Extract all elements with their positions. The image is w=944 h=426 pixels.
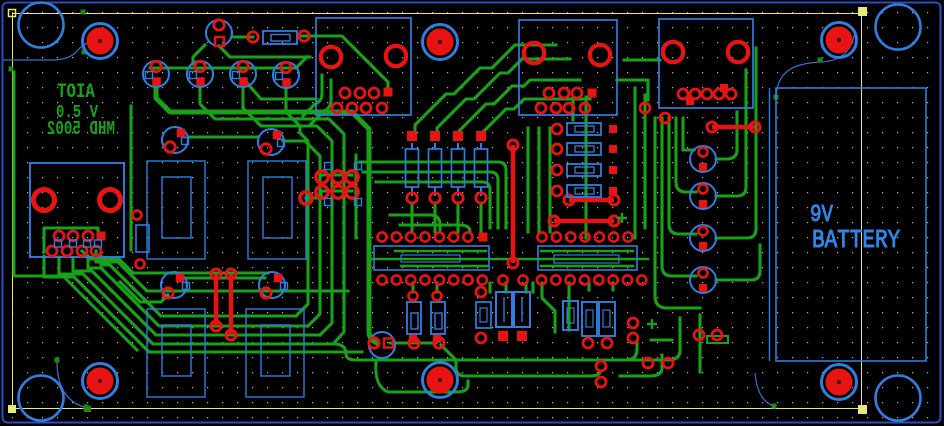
svg-text:MHD 5002: MHD 5002	[47, 119, 115, 141]
svg-text:9V: 9V	[810, 201, 833, 229]
svg-text:BATTERY: BATTERY	[812, 226, 900, 256]
svg-text:0.5 V: 0.5 V	[56, 101, 98, 123]
svg-text:TOIA: TOIA	[57, 80, 95, 104]
